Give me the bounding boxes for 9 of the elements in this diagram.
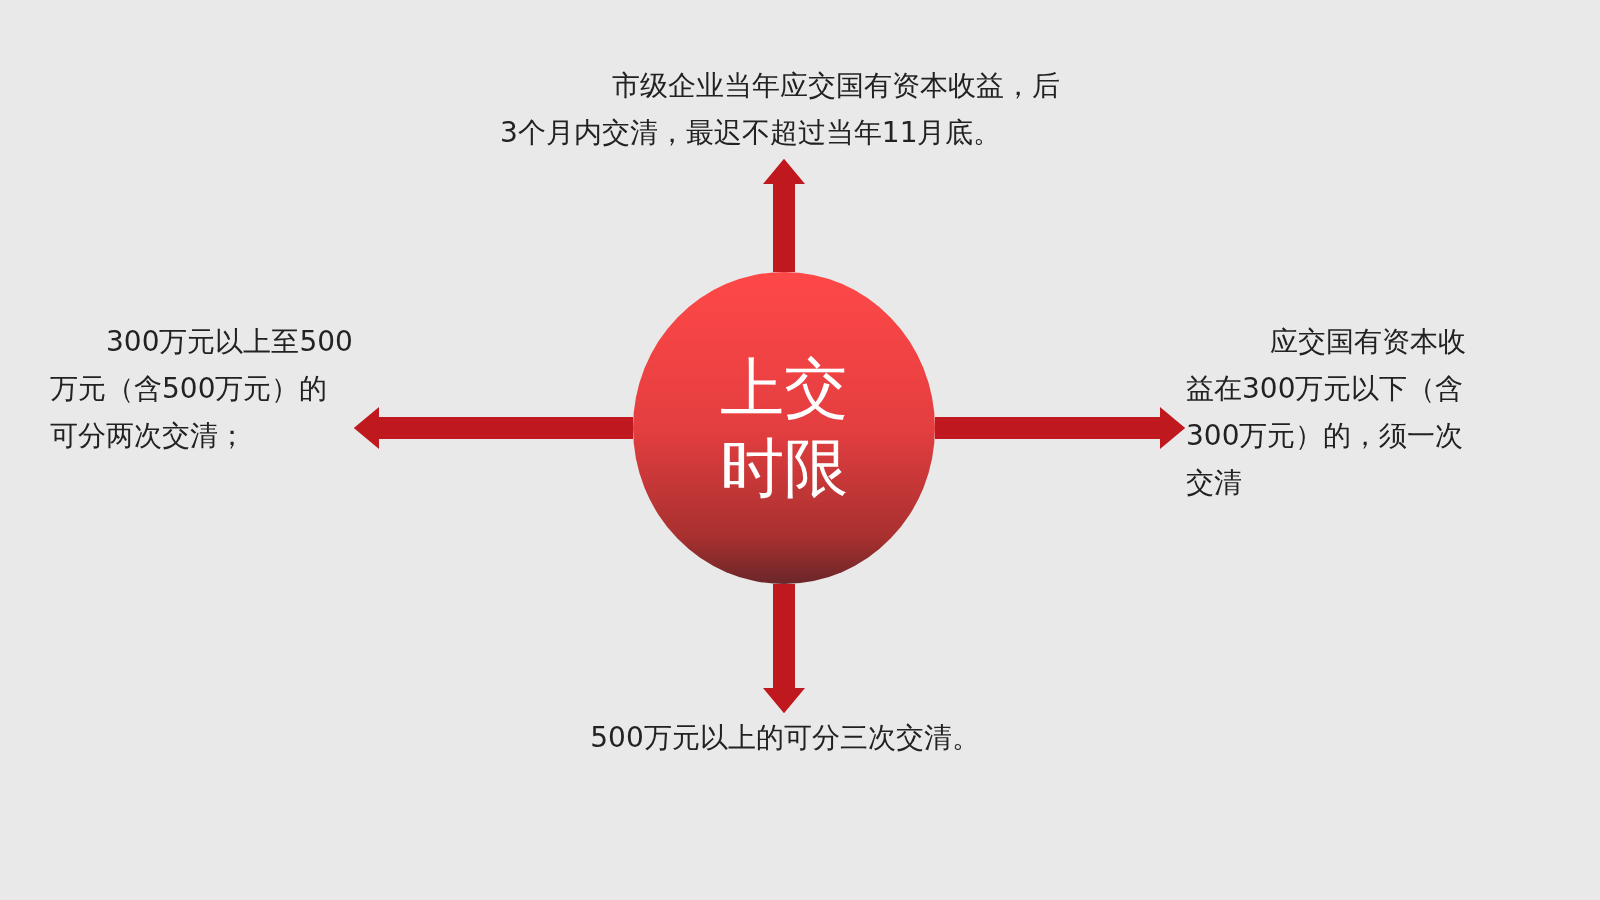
arrow xyxy=(763,158,805,272)
arrow xyxy=(935,407,1186,449)
arrow xyxy=(763,584,805,714)
arrow xyxy=(353,407,633,449)
description-text: 应交国有资本收益在300万元以下（含300万元）的，须一次交清 xyxy=(1186,318,1486,508)
description-text: 300万元以上至500万元（含500万元）的可分两次交清； xyxy=(50,318,353,462)
description-text: 市级企业当年应交国有资本收益，后3个月内交清，最迟不超过当年11月底。 xyxy=(500,62,1060,158)
description-text: 500万元以上的可分三次交清。 xyxy=(520,714,1050,764)
title-circle: 上交时限 xyxy=(633,272,935,584)
